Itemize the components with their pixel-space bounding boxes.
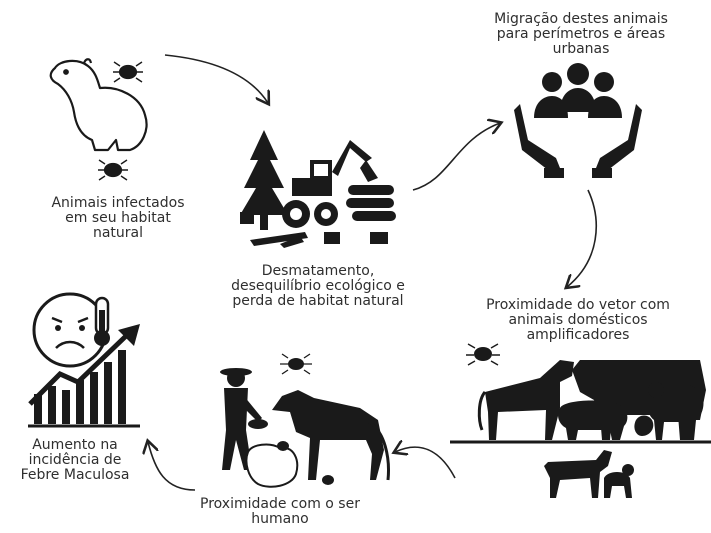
- people-in-hands-icon: [514, 63, 642, 178]
- human-feeding-animals-icon: [220, 353, 390, 488]
- label-incidence-increase: Aumento na incidência de Febre Maculosa: [20, 437, 130, 483]
- arrow-infected-to-deforestation: [164, 54, 268, 103]
- arrow-migration-to-domestic: [567, 189, 598, 287]
- arrow-deforestation-to-migration: [412, 123, 500, 191]
- label-infected-animals: Animais infectados em seu habitat natura…: [51, 195, 185, 241]
- sick-face-thermometer-chart-icon: [28, 292, 140, 428]
- label-deforestation: Desmatamento, desequilíbrio ecológico e …: [231, 263, 405, 309]
- farm-animals-icon: [450, 343, 711, 498]
- label-migration: Migração destes animais para perímetros …: [494, 11, 668, 57]
- capybara-with-ticks-icon: [49, 58, 148, 181]
- label-human-proximity: Proximidade com o ser humano: [200, 496, 360, 527]
- arrow-domestic-to-human: [395, 447, 456, 479]
- label-domestic-proximity: Proximidade do vetor com animais domésti…: [486, 297, 670, 343]
- deforestation-machinery-icon: [240, 130, 396, 248]
- arrow-human-to-incidence: [148, 442, 196, 491]
